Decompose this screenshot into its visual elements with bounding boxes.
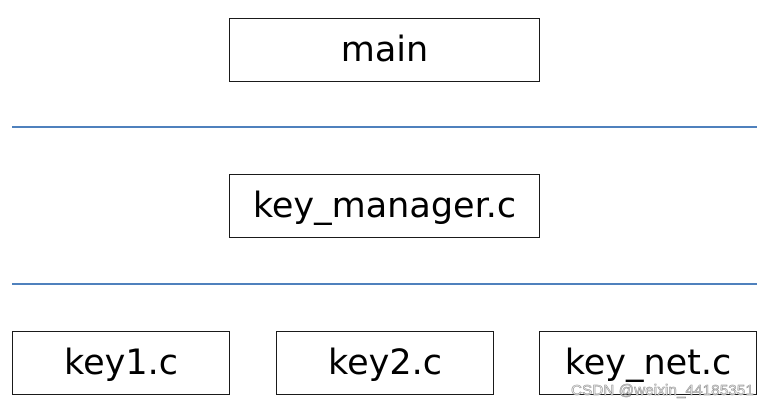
key1-box: key1.c [12,331,230,395]
layer-divider-upper [12,126,757,128]
main-module-box: main [229,18,540,82]
key-net-label: key_net.c [564,342,732,383]
key2-label: key2.c [328,342,442,383]
key-manager-box: key_manager.c [229,174,540,238]
key1-label: key1.c [64,342,178,383]
key-net-box: key_net.c [539,331,757,395]
key2-box: key2.c [276,331,494,395]
layer-divider-lower [12,283,757,285]
key-manager-label: key_manager.c [252,185,517,226]
main-module-label: main [340,29,429,70]
